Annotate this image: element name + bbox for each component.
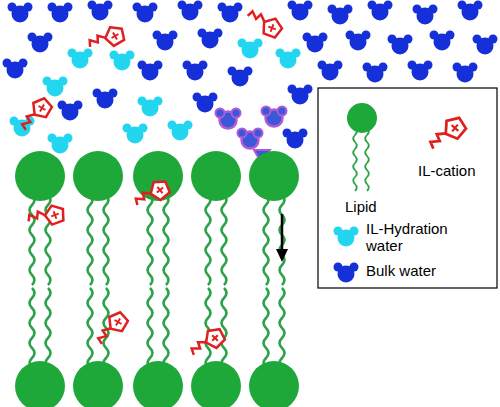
- legend-label: Lipid: [345, 198, 405, 215]
- legend-label: Bulk water: [366, 262, 486, 279]
- il-cations: [20, 9, 285, 362]
- hydration-water: [10, 39, 301, 154]
- lipid-tails: [30, 195, 285, 378]
- legend-samples: [334, 103, 469, 283]
- permeation-arrow: [276, 214, 288, 262]
- lipid-heads: [15, 151, 299, 407]
- legend-label: IL-cation: [418, 162, 494, 179]
- legend-box: [318, 88, 497, 288]
- legend-label: IL-Hydration water: [366, 220, 466, 254]
